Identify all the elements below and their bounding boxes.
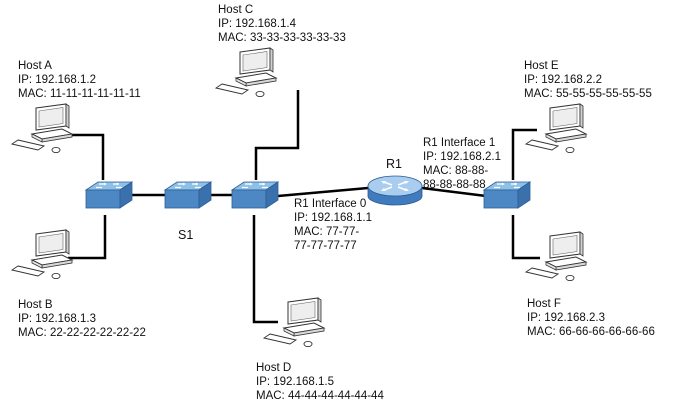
- host-b-computer-icon: [11, 229, 73, 280]
- link-host-d: [252, 215, 278, 324]
- host-f-ip: IP: 192.168.2.3: [527, 312, 606, 324]
- host-c-ip: IP: 192.168.1.4: [218, 18, 297, 30]
- host-c-name: Host C: [218, 4, 254, 16]
- link-host-c: [254, 90, 300, 180]
- host-d-name: Host D: [256, 362, 292, 374]
- router-r1-label: R1: [386, 157, 402, 171]
- link-host-e: [511, 128, 537, 180]
- host-d-label: Host D IP: 192.168.1.5 MAC: 44-44-44-44-…: [256, 361, 384, 403]
- link-r1-sw4: [421, 186, 487, 198]
- network-links: [68, 90, 540, 324]
- link-sw3-r1: [277, 186, 369, 198]
- r1-if1-mac-line2: 88-88-88-88: [423, 179, 486, 191]
- host-f-mac: MAC: 66-66-66-66-66-66: [527, 326, 655, 338]
- host-f-name: Host F: [527, 298, 561, 310]
- switch-right: [231, 181, 279, 209]
- host-d-mac: MAC: 44-44-44-44-44-44: [256, 390, 384, 402]
- host-d-ip: IP: 192.168.1.5: [256, 376, 335, 388]
- link-host-b: [68, 215, 107, 260]
- r1-if0-name: R1 Interface 0: [294, 198, 367, 210]
- host-a-mac: MAC: 11-11-11-11-11-11: [18, 88, 141, 100]
- host-e-mac: MAC: 55-55-55-55-55-55: [524, 88, 652, 100]
- link-host-f: [511, 215, 540, 260]
- r1-if0-mac-line1: MAC: 77-77-: [294, 226, 360, 238]
- host-e-label: Host E IP: 192.168.2.2 MAC: 55-55-55-55-…: [524, 59, 652, 101]
- r1-if1-mac-line1: MAC: 88-88-: [423, 165, 489, 177]
- link-host-a: [68, 133, 105, 180]
- host-b-name: Host B: [18, 299, 53, 311]
- r1-interface-0-label: R1 Interface 0 IP: 192.168.1.1 MAC: 77-7…: [294, 197, 372, 253]
- host-a-name: Host A: [18, 60, 52, 72]
- router-r1-icon: [367, 175, 423, 206]
- host-e-ip: IP: 192.168.2.2: [524, 74, 603, 86]
- r1-if0-mac-line2: 77-77-77-77: [294, 240, 357, 252]
- switch-left: [85, 181, 133, 209]
- host-c-label: Host C IP: 192.168.1.4 MAC: 33-33-33-33-…: [218, 3, 346, 45]
- host-f-label: Host F IP: 192.168.2.3 MAC: 66-66-66-66-…: [527, 297, 655, 339]
- r1-if1-ip: IP: 192.168.2.1: [423, 151, 502, 163]
- host-a-computer-icon: [11, 103, 73, 154]
- switch-s1-label: S1: [178, 228, 194, 242]
- r1-if1-name: R1 Interface 1: [423, 137, 496, 149]
- host-b-mac: MAC: 22-22-22-22-22-22: [18, 327, 146, 339]
- r1-interface-1-label: R1 Interface 1 IP: 192.168.2.1 MAC: 88-8…: [423, 136, 501, 192]
- host-a-label: Host A IP: 192.168.1.2 MAC: 11-11-11-11-…: [18, 59, 141, 101]
- host-e-computer-icon: [525, 103, 587, 154]
- host-f-computer-icon: [525, 231, 587, 282]
- r1-if0-ip: IP: 192.168.1.1: [294, 212, 373, 224]
- host-a-ip: IP: 192.168.1.2: [18, 74, 97, 86]
- host-b-ip: IP: 192.168.1.3: [18, 313, 97, 325]
- host-c-computer-icon: [215, 47, 277, 98]
- switch-s1: [164, 181, 212, 209]
- host-e-name: Host E: [524, 60, 559, 72]
- host-c-mac: MAC: 33-33-33-33-33-33: [218, 32, 346, 44]
- host-b-label: Host B IP: 192.168.1.3 MAC: 22-22-22-22-…: [18, 298, 146, 340]
